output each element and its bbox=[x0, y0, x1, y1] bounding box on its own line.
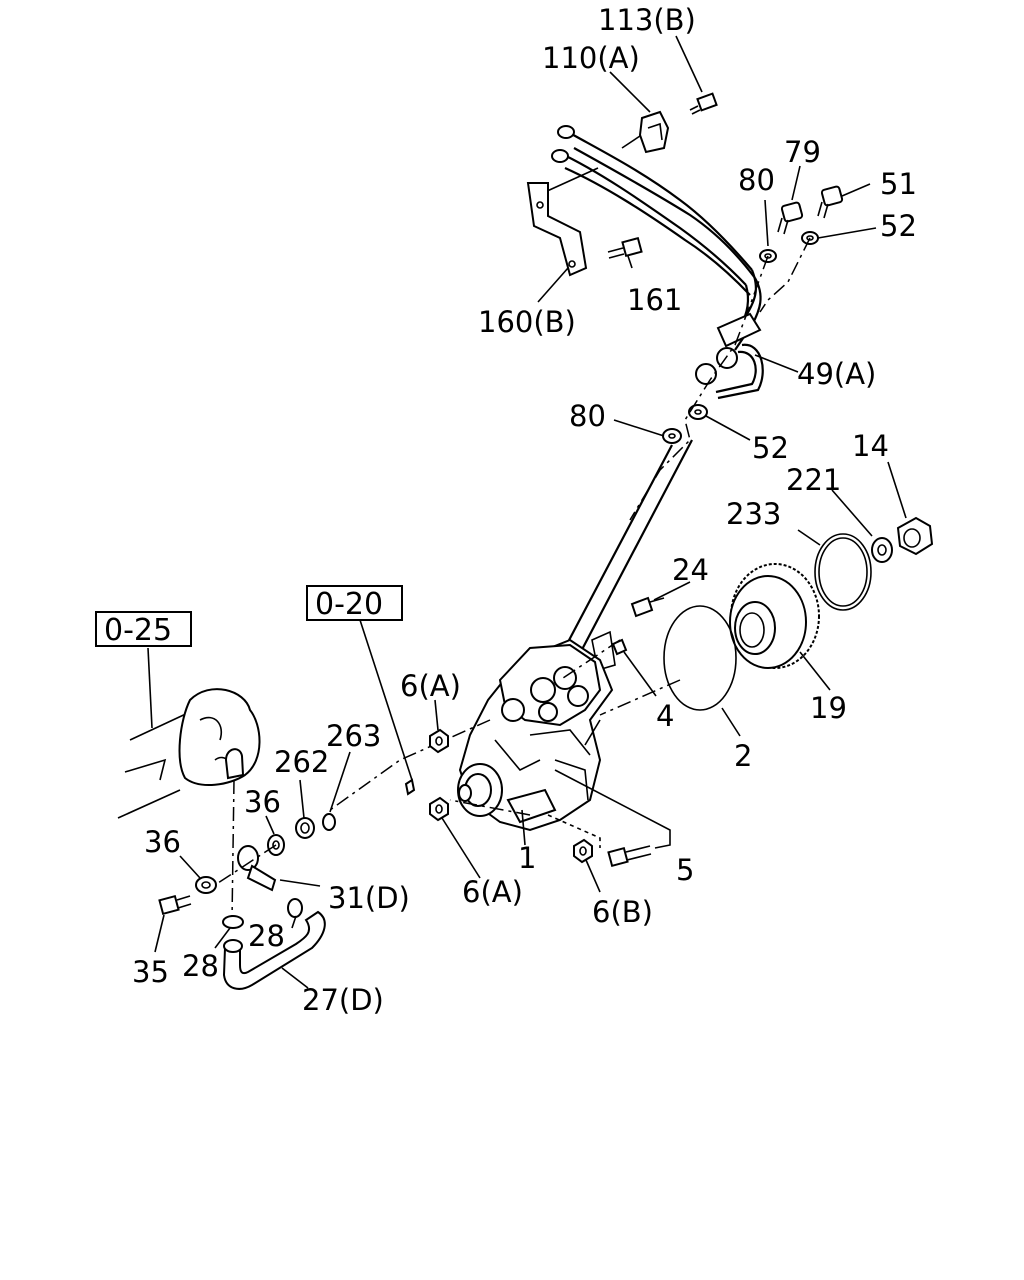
label-28-right[interactable]: 28 bbox=[248, 919, 285, 953]
bolt-5[interactable] bbox=[607, 845, 652, 868]
label-113b[interactable]: 113(B) bbox=[598, 3, 696, 37]
label-36-lower[interactable]: 36 bbox=[144, 825, 181, 859]
label-31d[interactable]: 31(D) bbox=[328, 881, 410, 915]
label-80-mid[interactable]: 80 bbox=[569, 399, 606, 433]
gear-19[interactable] bbox=[729, 563, 820, 669]
nut-6a-top[interactable] bbox=[429, 728, 449, 754]
o-ring-2[interactable] bbox=[663, 605, 737, 711]
bolt-35[interactable] bbox=[158, 894, 192, 916]
key-4[interactable] bbox=[611, 638, 628, 656]
washer-80-mid[interactable] bbox=[662, 428, 682, 444]
banjo-fitting-31d[interactable] bbox=[237, 845, 277, 892]
label-24[interactable]: 24 bbox=[672, 553, 709, 587]
label-80-top[interactable]: 80 bbox=[738, 163, 775, 197]
key-small bbox=[404, 778, 416, 796]
pipe-49a[interactable] bbox=[695, 312, 764, 400]
label-221[interactable]: 221 bbox=[786, 463, 841, 497]
label-14[interactable]: 14 bbox=[852, 429, 889, 463]
o-ring-263[interactable] bbox=[322, 813, 336, 831]
reference-label-0-20: 0-20 bbox=[315, 587, 383, 622]
washer-52-mid[interactable] bbox=[688, 404, 708, 420]
label-110a[interactable]: 110(A) bbox=[542, 41, 640, 75]
label-161[interactable]: 161 bbox=[627, 283, 682, 317]
bracket-160b[interactable] bbox=[526, 182, 588, 277]
clip-28-right[interactable] bbox=[287, 898, 303, 918]
banjo-bolt-79[interactable] bbox=[777, 201, 804, 235]
label-52-mid[interactable]: 52 bbox=[752, 431, 789, 465]
label-52-top[interactable]: 52 bbox=[880, 209, 917, 243]
injection-pipes-upper bbox=[544, 125, 762, 351]
label-35[interactable]: 35 bbox=[132, 955, 169, 989]
washer-221[interactable] bbox=[871, 537, 893, 563]
label-49a[interactable]: 49(A) bbox=[797, 357, 876, 391]
reference-box-0-20[interactable]: 0-20 bbox=[306, 585, 403, 622]
label-51[interactable]: 51 bbox=[880, 167, 917, 201]
label-262[interactable]: 262 bbox=[274, 745, 329, 779]
o-ring-233[interactable] bbox=[814, 533, 872, 611]
bolt-113b[interactable] bbox=[689, 92, 718, 115]
label-4[interactable]: 4 bbox=[656, 699, 674, 733]
label-1[interactable]: 1 bbox=[518, 841, 536, 875]
label-19[interactable]: 19 bbox=[810, 691, 847, 725]
stud-24[interactable] bbox=[630, 596, 665, 618]
clip-28-left[interactable] bbox=[222, 915, 244, 929]
nut-14[interactable] bbox=[896, 516, 934, 556]
nut-6b[interactable] bbox=[573, 838, 593, 864]
label-233[interactable]: 233 bbox=[726, 497, 781, 531]
label-79[interactable]: 79 bbox=[784, 135, 821, 169]
washer-80-top[interactable] bbox=[759, 249, 777, 263]
nut-6a-bottom[interactable] bbox=[429, 796, 449, 822]
label-28-left[interactable]: 28 bbox=[182, 949, 219, 983]
label-2[interactable]: 2 bbox=[734, 739, 752, 773]
clip-110a[interactable] bbox=[638, 110, 670, 154]
label-36-upper[interactable]: 36 bbox=[244, 785, 281, 819]
reference-box-0-25[interactable]: 0-25 bbox=[95, 611, 192, 648]
bolt-161[interactable] bbox=[607, 236, 643, 259]
label-6a-top[interactable]: 6(A) bbox=[400, 669, 461, 703]
label-160b[interactable]: 160(B) bbox=[478, 305, 576, 339]
injection-pump-1[interactable] bbox=[457, 638, 614, 832]
pipe-assembly-0-25 bbox=[117, 688, 261, 819]
label-263[interactable]: 263 bbox=[326, 719, 381, 753]
leader-lines bbox=[147, 35, 907, 989]
part-labels: 113(B) 110(A) 79 80 51 52 161 160(B) 49(… bbox=[132, 3, 917, 1017]
hose-27d[interactable] bbox=[222, 910, 326, 990]
label-5[interactable]: 5 bbox=[676, 853, 694, 887]
label-6b[interactable]: 6(B) bbox=[592, 895, 653, 929]
washer-36-lower[interactable] bbox=[195, 876, 217, 894]
banjo-bolt-51[interactable] bbox=[817, 185, 844, 219]
label-27d[interactable]: 27(D) bbox=[302, 983, 384, 1017]
label-6a-bottom[interactable]: 6(A) bbox=[462, 875, 523, 909]
nut-262[interactable] bbox=[295, 817, 315, 839]
reference-label-0-25: 0-25 bbox=[104, 613, 172, 648]
